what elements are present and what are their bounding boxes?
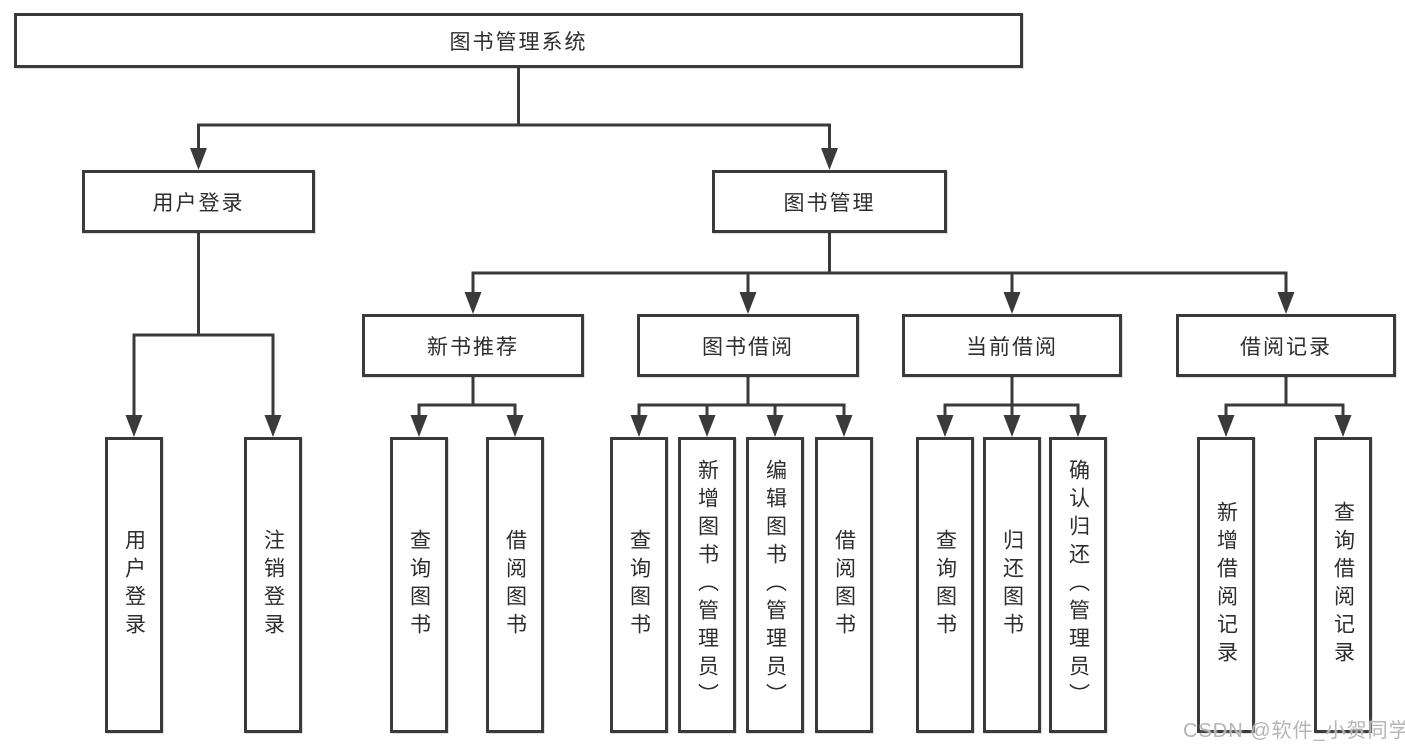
leaf-logout-label: 注销登录: [261, 529, 285, 641]
leaf-user-login-label: 用户登录: [122, 529, 146, 641]
leaf-return-books-label: 归还图书: [1000, 529, 1024, 641]
leaf-confirm-return-admin-label: 确认归还（管理员）: [1066, 459, 1090, 711]
leaf-borrow-books: 借阅图书: [815, 437, 873, 733]
leaf-query-books-borrow: 查询图书: [610, 437, 668, 733]
leaf-add-borrow-record-label: 新增借阅记录: [1214, 501, 1238, 669]
node-new-book-recommend-label: 新书推荐: [427, 335, 519, 359]
node-book-borrow: 图书借阅: [637, 314, 859, 377]
leaf-edit-book-admin: 编辑图书（管理员）: [746, 437, 804, 733]
node-user-login: 用户登录: [82, 170, 315, 233]
leaf-confirm-return-admin: 确认归还（管理员）: [1049, 437, 1107, 733]
leaf-edit-book-admin-label: 编辑图书（管理员）: [763, 459, 787, 711]
leaf-borrow-books-recommend-label: 借阅图书: [503, 529, 527, 641]
leaf-query-books-current: 查询图书: [916, 437, 974, 733]
leaf-user-login: 用户登录: [105, 437, 163, 733]
leaf-add-book-admin: 新增图书（管理员）: [678, 437, 736, 733]
node-borrow-records-label: 借阅记录: [1240, 335, 1332, 359]
node-book-management: 图书管理: [712, 170, 947, 233]
arrowheads: [125, 148, 1352, 437]
leaf-query-borrow-record-label: 查询借阅记录: [1331, 501, 1355, 669]
node-current-borrow-label: 当前借阅: [966, 335, 1058, 359]
leaf-query-books-recommend-label: 查询图书: [407, 529, 431, 641]
node-new-book-recommend: 新书推荐: [362, 314, 584, 377]
node-user-login-label: 用户登录: [152, 191, 245, 215]
leaf-add-book-admin-label: 新增图书（管理员）: [695, 459, 719, 711]
leaf-add-borrow-record: 新增借阅记录: [1197, 437, 1255, 733]
csdn-watermark: CSDN @软件_小贺同学: [1183, 720, 1405, 742]
leaf-borrow-books-label: 借阅图书: [832, 529, 856, 641]
leaf-query-books-current-label: 查询图书: [933, 529, 957, 641]
node-library-system: 图书管理系统: [14, 13, 1023, 68]
node-book-management-label: 图书管理: [783, 191, 876, 215]
leaf-query-books-borrow-label: 查询图书: [627, 529, 651, 641]
node-borrow-records: 借阅记录: [1176, 314, 1396, 377]
leaf-query-books-recommend: 查询图书: [390, 437, 448, 733]
node-current-borrow: 当前借阅: [902, 314, 1122, 377]
leaf-return-books: 归还图书: [983, 437, 1041, 733]
leaf-query-borrow-record: 查询借阅记录: [1314, 437, 1372, 733]
leaf-borrow-books-recommend: 借阅图书: [486, 437, 544, 733]
leaf-logout: 注销登录: [244, 437, 302, 733]
node-library-system-label: 图书管理系统: [449, 30, 588, 54]
node-book-borrow-label: 图书借阅: [702, 335, 794, 359]
